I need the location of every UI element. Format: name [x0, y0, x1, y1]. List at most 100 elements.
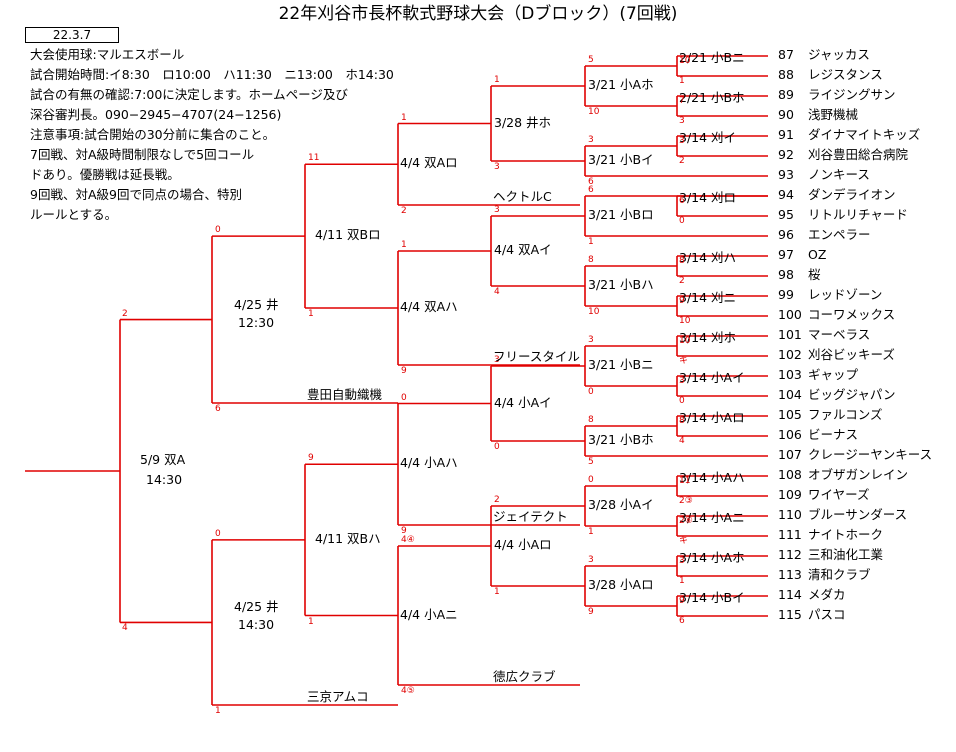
- match-score: 6: [588, 177, 594, 187]
- match-score: 0: [679, 396, 685, 406]
- match-score: 3: [588, 335, 594, 345]
- match-score: 1: [588, 237, 594, 247]
- match-score: 2③: [679, 496, 693, 506]
- team-number: 105: [778, 407, 802, 422]
- match-score: 3: [679, 556, 685, 566]
- match-score: 10: [588, 107, 600, 117]
- match-score: 9: [308, 453, 314, 464]
- match-score: 9: [588, 607, 594, 617]
- match-score: 0: [215, 528, 221, 539]
- match-score: 1: [494, 587, 500, 597]
- note-line: 大会使用球:マルエスボール: [30, 47, 185, 62]
- team-number: 110: [778, 507, 802, 522]
- match-score: 0: [679, 216, 685, 226]
- match-label: 3/21 小Aホ: [588, 77, 654, 92]
- match-score: 4⑤: [401, 686, 415, 696]
- match-label: 2/21 小Bニ: [679, 50, 745, 65]
- team-name: マーベラス: [808, 327, 871, 342]
- match-label: 2/21 小Bホ: [679, 90, 745, 105]
- team-name: OZ: [808, 247, 827, 262]
- team-name: 三和油化工業: [808, 547, 884, 562]
- match-label: 4/25 井: [234, 296, 279, 312]
- match-score: 3: [494, 162, 500, 172]
- match-score: 1: [401, 240, 407, 250]
- match-score: 4: [679, 436, 685, 446]
- seeded-team: フリースタイル: [493, 349, 580, 364]
- match-label: 4/25 井: [234, 599, 279, 615]
- team-number: 107: [778, 447, 802, 462]
- match-score: 3: [679, 116, 685, 126]
- match-score: 0: [588, 387, 594, 397]
- match-score: 0: [494, 442, 500, 452]
- team-number: 99: [778, 287, 794, 302]
- team-number: 97: [778, 247, 794, 262]
- team-name: オブザガンレイン: [808, 467, 909, 482]
- team-number: 91: [778, 127, 794, 142]
- team-name: ダイナマイトキッズ: [808, 127, 921, 142]
- team-number: 102: [778, 347, 802, 362]
- match-score: 4④: [401, 535, 415, 545]
- match-score: 10: [588, 307, 600, 317]
- page-title: 22年刈谷市長杯軟式野球大会（Dブロック）(7回戦): [278, 4, 678, 24]
- match-score: 9: [401, 366, 407, 376]
- match-score: 10: [679, 336, 691, 346]
- match-score: 6: [679, 616, 685, 626]
- match-label: 3/21 小Bイ: [588, 152, 654, 167]
- seeded-team: 豊田自動織機: [307, 387, 383, 402]
- match-label: 4/4 小Aロ: [494, 537, 552, 552]
- match-label: 4/11 双Bロ: [315, 227, 381, 243]
- match-score: 5: [588, 457, 594, 467]
- team-number: 106: [778, 427, 802, 442]
- team-number: 109: [778, 487, 802, 502]
- team-number: 95: [778, 207, 794, 222]
- match-label: 3/14 小Aロ: [679, 410, 745, 425]
- match-label: 3/21 小Bロ: [588, 207, 654, 222]
- match-label: 12:30: [238, 314, 275, 330]
- final-label: 5/9 双A: [140, 452, 186, 467]
- team-number: 101: [778, 327, 802, 342]
- match-label: 4/4 双Aイ: [494, 242, 552, 257]
- team-name: エンペラー: [808, 227, 871, 242]
- match-score: 2: [679, 276, 685, 286]
- team-number: 96: [778, 227, 794, 242]
- team-name: レッドゾーン: [808, 287, 883, 302]
- team-name: クレージーヤンキース: [808, 447, 933, 462]
- match-score: 1: [679, 76, 685, 86]
- match-label: 3/28 井ホ: [494, 114, 552, 130]
- team-name: ライジングサン: [808, 87, 896, 102]
- match-score: 8: [588, 415, 594, 425]
- match-score: 3: [494, 355, 500, 365]
- team-name: 刈谷ビッキーズ: [808, 347, 895, 362]
- team-name: ファルコンズ: [808, 407, 883, 422]
- match-score: 3: [679, 376, 685, 386]
- match-score: 11: [679, 476, 691, 486]
- note-line: 7回戦、対A級時間制限なしで5回コール: [30, 147, 255, 162]
- match-score: 11: [308, 153, 320, 164]
- match-score: 1: [308, 616, 314, 627]
- match-score: 6: [679, 196, 685, 206]
- seeded-team: 三京アムコ: [307, 689, 369, 704]
- match-label: 3/14 小Aハ: [679, 470, 745, 485]
- match-score: 0: [588, 475, 594, 485]
- team-name: コーワメックス: [808, 307, 896, 322]
- match-score: キ: [679, 356, 689, 366]
- match-label: 3/14 刈ニ: [679, 290, 737, 305]
- match-score: 0: [401, 392, 407, 403]
- team-number: 88: [778, 67, 794, 82]
- match-score: 3: [494, 205, 500, 215]
- match-label: 3/14 小Aニ: [679, 510, 745, 525]
- team-name: ギャップ: [808, 367, 859, 382]
- team-number: 90: [778, 107, 794, 122]
- match-score: 1: [588, 527, 594, 537]
- team-name: 清和クラブ: [808, 567, 871, 582]
- match-score: 1: [679, 576, 685, 586]
- note-line: 9回戦、対A級9回で同点の場合、特別: [30, 187, 242, 202]
- match-score: 9: [401, 526, 407, 536]
- note-line: 注意事項:試合開始の30分前に集合のこと。: [30, 127, 276, 142]
- match-score: 3: [679, 136, 685, 146]
- seeded-team: ヘクトルC: [493, 189, 552, 204]
- match-score: 0: [215, 225, 221, 236]
- match-score: 3: [588, 555, 594, 565]
- team-name: ジャッカス: [808, 47, 870, 62]
